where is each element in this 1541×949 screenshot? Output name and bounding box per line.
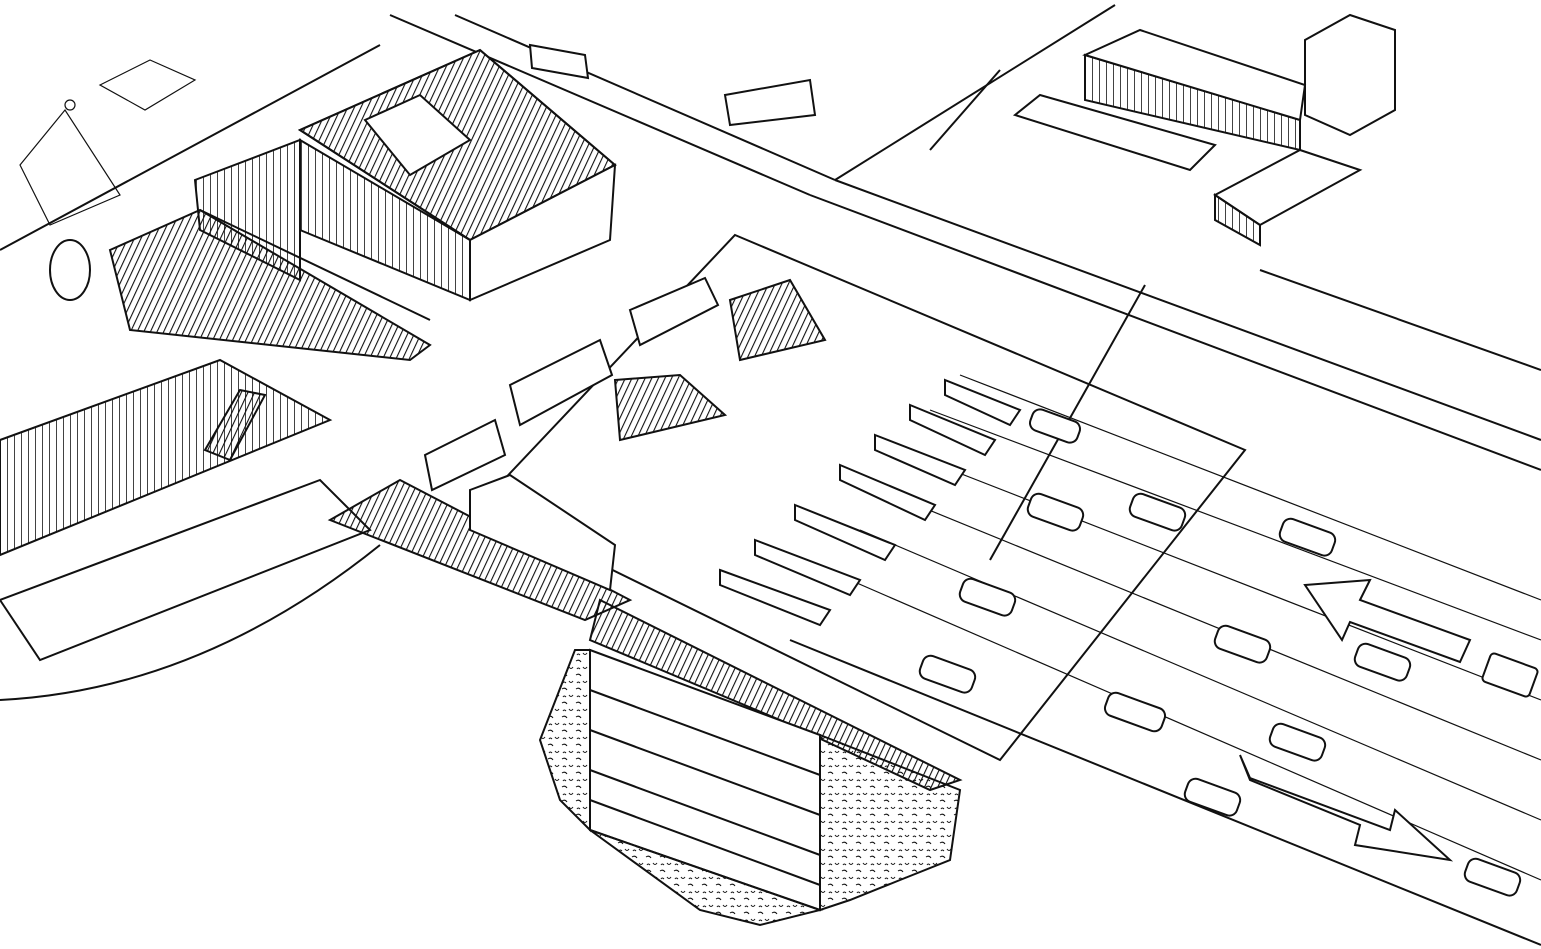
bus-shelters bbox=[613, 278, 1022, 627]
station-building bbox=[108, 48, 617, 362]
park-area bbox=[19, 59, 197, 301]
train-car bbox=[469, 473, 617, 592]
commercial-buildings bbox=[1012, 13, 1396, 247]
streets bbox=[0, 4, 1116, 251]
arrow-left-icon bbox=[1303, 578, 1472, 664]
stairs bbox=[203, 388, 267, 462]
vehicles-large bbox=[423, 43, 817, 592]
bus bbox=[628, 276, 720, 347]
bus bbox=[423, 418, 507, 492]
rail-tunnel bbox=[0, 358, 963, 792]
arrow-right-icon bbox=[1239, 754, 1454, 862]
bus bbox=[723, 78, 817, 127]
plaza-deck bbox=[478, 233, 1247, 762]
bus bbox=[508, 338, 614, 427]
underground-parking bbox=[538, 648, 962, 927]
highway bbox=[789, 179, 1541, 946]
bus bbox=[528, 43, 590, 80]
cars bbox=[918, 408, 1539, 897]
